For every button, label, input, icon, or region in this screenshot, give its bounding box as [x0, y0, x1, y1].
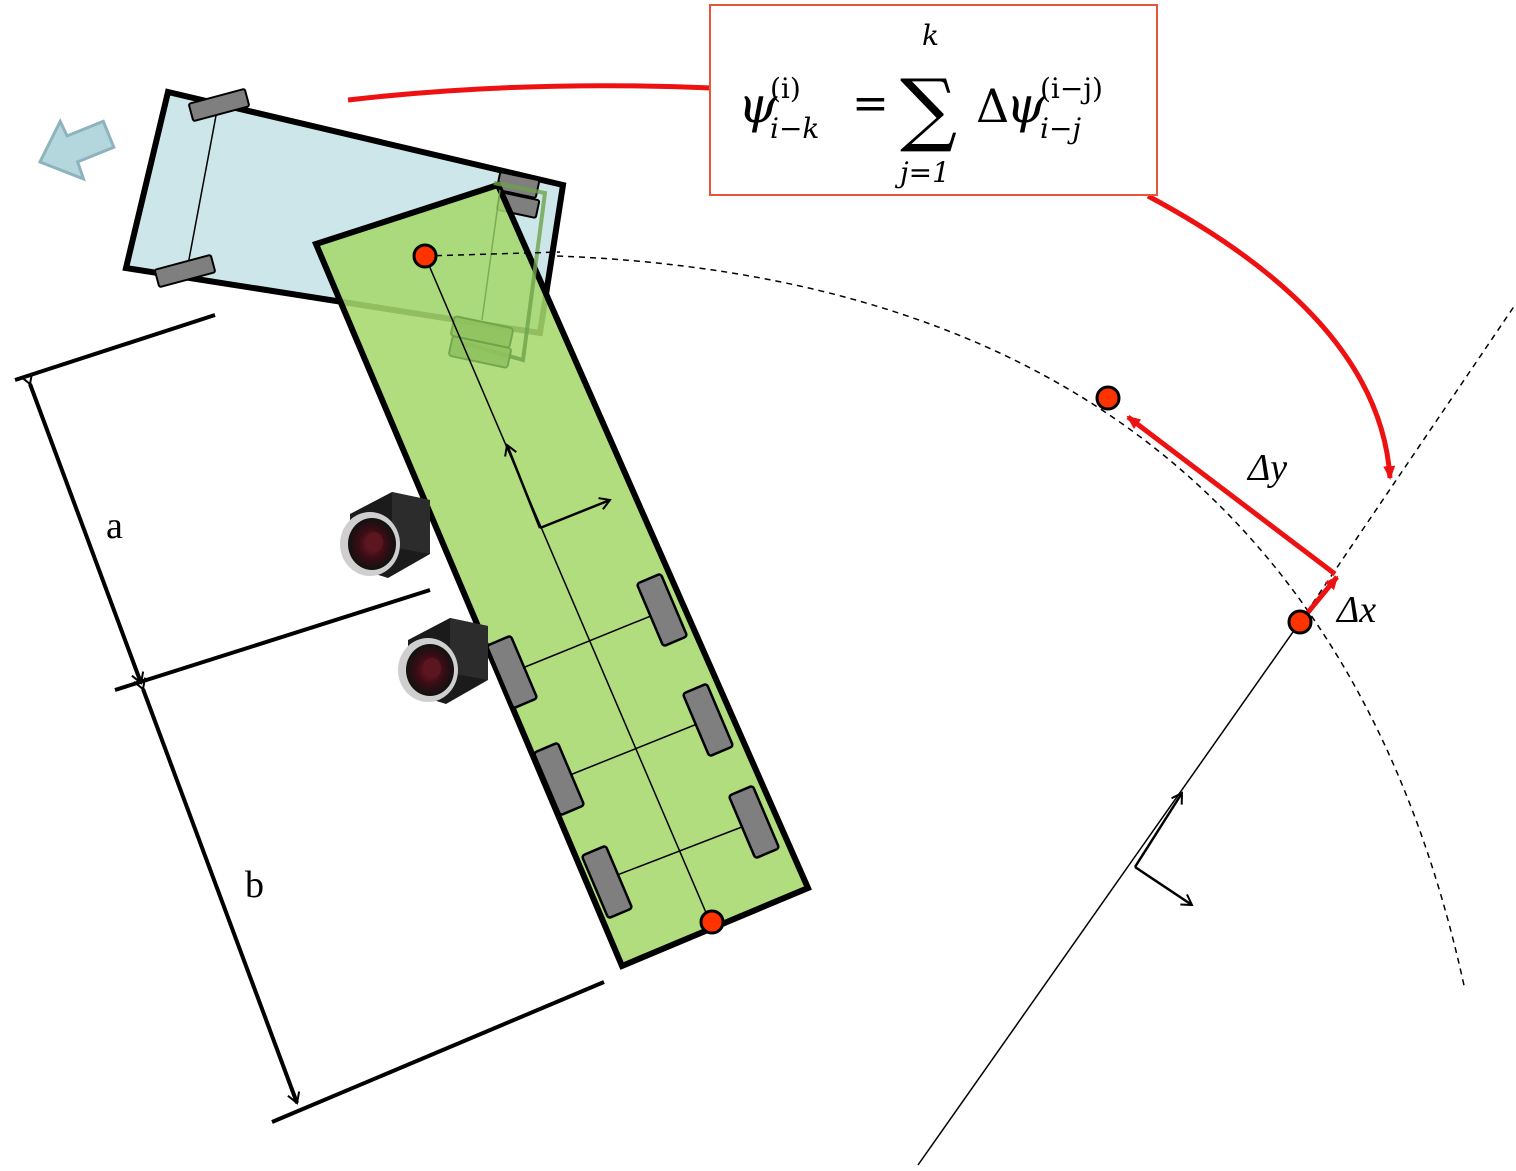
current-point	[1287, 609, 1313, 635]
trailer-wheel	[636, 573, 688, 647]
label-delta-x: Δx	[1335, 589, 1376, 631]
camera-icon	[340, 492, 430, 578]
trailer-wheel	[682, 683, 734, 757]
formula-rhs-symbol: ψ	[1006, 76, 1046, 134]
label-a: a	[106, 505, 123, 547]
formula-sum-lower: j=1	[894, 156, 950, 189]
tractor-wheel	[154, 254, 216, 288]
formula-sum-upper: k	[922, 19, 939, 52]
heading-solid-line	[917, 621, 1301, 1166]
formula-rhs-superscript: (i−j)	[1040, 72, 1103, 105]
camera-icon	[398, 618, 488, 704]
formula-sum-symbol: ∑	[900, 62, 957, 155]
delta-y-vector	[1126, 415, 1337, 576]
formula-connector-left	[347, 83, 713, 103]
trailer-wheel	[533, 742, 585, 816]
formula-rhs-subscript: i−j	[1040, 112, 1081, 145]
dimension-a	[14, 313, 431, 692]
formula-box: ψ (i) i−k = k ∑ j=1 Δ ψ (i−j) i−j	[709, 4, 1158, 196]
trajectory-lateral-axis	[1134, 865, 1194, 907]
trailer-lateral-axis	[539, 497, 612, 530]
label-delta-y: Δy	[1246, 447, 1287, 489]
arc-point	[1095, 385, 1121, 411]
formula-equals: =	[852, 78, 889, 129]
trailer-wheel	[728, 785, 780, 859]
trailer-rear-point	[699, 909, 725, 935]
trailer-wheel	[486, 635, 538, 709]
label-b: b	[245, 864, 264, 906]
trailer-center-line	[424, 255, 711, 923]
tractor-wheel	[188, 88, 250, 122]
trailer-vehicle	[311, 181, 812, 970]
formula-lhs-symbol: ψ	[738, 76, 778, 134]
dimension-b	[133, 677, 605, 1124]
trailer-forward-axis	[504, 443, 542, 529]
heading-dashed-line	[1299, 304, 1516, 623]
trailer-front-point	[412, 243, 438, 269]
direction-arrow-icon	[37, 118, 116, 182]
formula-rhs-delta: Δ	[976, 79, 1009, 133]
trajectory-forward-axis	[1133, 791, 1184, 868]
trajectory-arc	[424, 254, 1466, 991]
formula-lhs-superscript: (i)	[770, 72, 801, 105]
trailer-wheel	[581, 845, 633, 919]
formula-lhs-subscript: i−k	[770, 112, 819, 145]
formula-connector-right	[1146, 193, 1396, 480]
